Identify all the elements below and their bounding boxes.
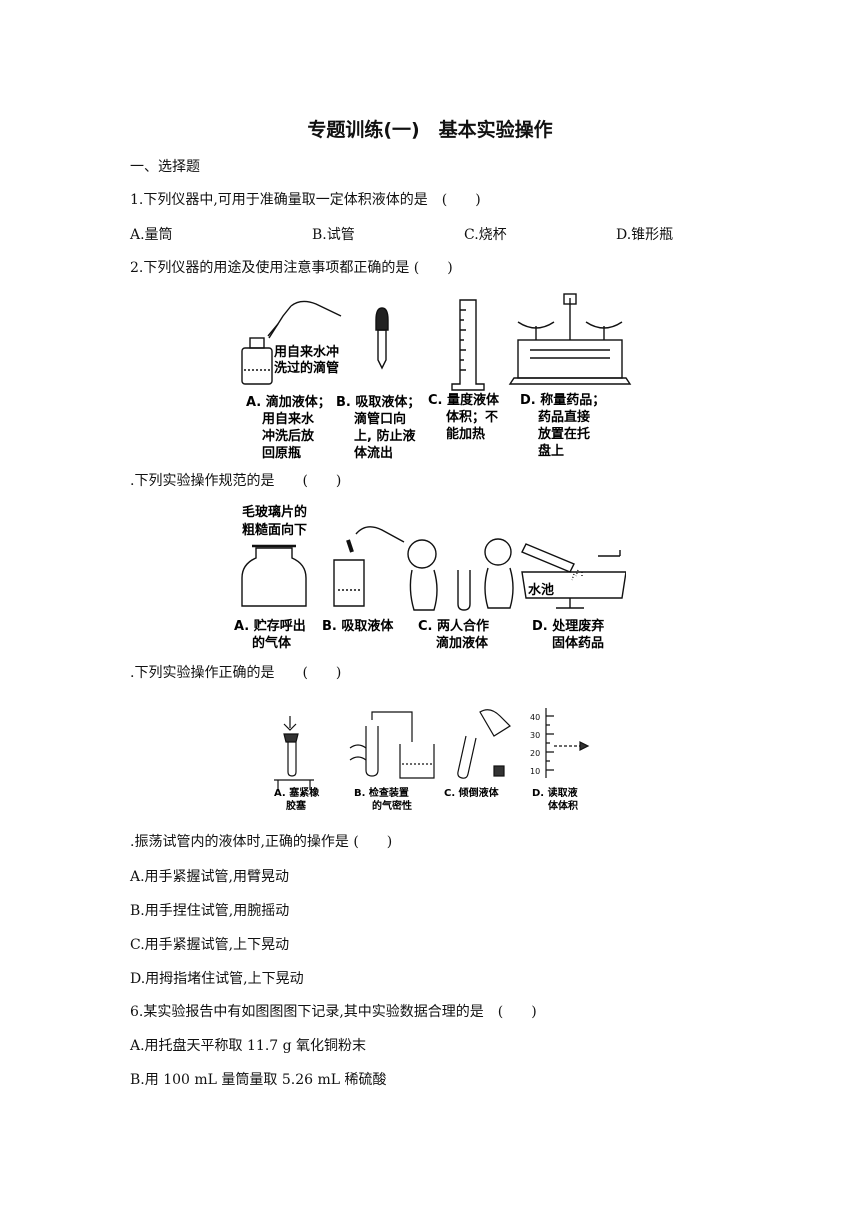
page-title: 专题训练(一) 基本实验操作 (307, 119, 553, 141)
q3-caption-b-1: B. 吸取液体 (322, 618, 394, 634)
q4-stem: .下列实验操作正确的是 ( ) (130, 665, 342, 681)
q5-option-c[interactable]: C.用手紧握试管,上下晃动 (130, 937, 290, 953)
q2-caption-b-1: B. 吸取液体； (336, 394, 420, 410)
beaker-icon (399, 744, 435, 779)
q4-figure: 40 30 20 10 A. 塞紧橡 胶塞 B. 检查装置 的气密性 C. 倾倒… (274, 708, 590, 812)
q6-option-b[interactable]: B.用 100 mL 量筒量取 5.26 mL 稀硫酸 (130, 1072, 387, 1088)
q3-caption-c-1: C. 两人合作 (418, 618, 489, 634)
reagent-bottle-icon (479, 709, 511, 737)
hand-icon (355, 526, 405, 543)
eye-icon (579, 741, 590, 751)
q2-figure: 用自来水冲 洗过的滴管 A. 滴加液体； 用自来水 冲洗后放 回原瓶 B. 吸取… (241, 293, 632, 461)
q2-caption-d-3: 放置在托 (537, 426, 590, 442)
q1-stem: 1.下列仪器中,可用于准确量取一定体积液体的是 ( ) (130, 192, 481, 208)
q4-caption-a-1: A. 塞紧橡 (274, 786, 319, 799)
q2-caption-c-3: 能加热 (446, 426, 485, 442)
q2-caption-c-2: 体积；不 (446, 409, 498, 425)
sink-icon (521, 571, 626, 599)
q3-caption-d-2: 固体药品 (552, 635, 604, 651)
q5-option-a[interactable]: A.用手紧握试管,用臂晃动 (130, 869, 290, 885)
q1-option-b[interactable]: B.试管 (312, 227, 355, 243)
q1-option-c[interactable]: C.烧杯 (464, 227, 507, 243)
q3-stem: .下列实验操作规范的是 ( ) (130, 473, 342, 489)
q2-caption-b-4: 体流出 (354, 445, 393, 461)
hand-icon (349, 744, 367, 761)
person-icon (407, 539, 437, 569)
q4-scale-40: 40 (530, 713, 540, 722)
graduated-cylinder-icon (451, 299, 485, 391)
q2-caption-a-2: 用自来水 (261, 411, 315, 427)
q3-caption-c-2: 滴加液体 (436, 635, 489, 651)
q2-caption-d-2: 药品直接 (538, 409, 590, 425)
q4-caption-d-1: D. 读取液 (532, 786, 578, 799)
q2-caption-d-4: 盘上 (538, 443, 564, 459)
q3-figure-label-line1: 毛玻璃片的 (242, 504, 307, 520)
test-tube-icon (457, 735, 477, 779)
test-tube-icon (365, 726, 379, 777)
q6-option-a[interactable]: A.用托盘天平称取 11.7 g 氧化铜粉末 (130, 1038, 367, 1054)
q3-figure-label-line2: 粗糙面向下 (242, 522, 307, 538)
dropper-icon (375, 307, 389, 331)
q2-caption-c-1: C. 量度液体 (428, 392, 500, 408)
q4-caption-c-1: C. 倾倒液体 (444, 786, 500, 799)
test-tube-icon (521, 543, 575, 573)
q2-caption-a-3: 冲洗后放 (262, 428, 315, 444)
q2-caption-a-1: A. 滴加液体； (246, 394, 331, 410)
dropper-icon (346, 539, 354, 553)
q5-stem: .振荡试管内的液体时,正确的操作是 ( ) (130, 834, 393, 850)
q1-option-d[interactable]: D.锥形瓶 (616, 227, 674, 243)
q5-option-d[interactable]: D.用拇指堵住试管,上下晃动 (130, 971, 304, 987)
balance-icon (517, 339, 623, 379)
q4-caption-b-1: B. 检查装置 (354, 786, 409, 799)
q2-figure-label-line2: 洗过的滴管 (274, 360, 339, 376)
q2-caption-b-2: 滴管口向 (354, 411, 406, 427)
q4-caption-d-2: 体体积 (548, 799, 578, 812)
stopper-icon (283, 716, 297, 731)
reagent-bottle-icon (241, 347, 273, 385)
q3-caption-a-1: A. 贮存呼出 (234, 618, 306, 634)
q4-caption-b-2: 的气密性 (372, 799, 412, 812)
q1-option-a[interactable]: A.量筒 (130, 227, 173, 243)
q4-scale-30: 30 (530, 731, 540, 740)
gas-bottle-icon (241, 547, 307, 607)
q4-scale-10: 10 (530, 767, 540, 776)
q4-scale-20: 20 (530, 749, 540, 758)
q3-caption-d-1: D. 处理废弃 (532, 618, 604, 634)
q2-figure-label-line1: 用自来水冲 (273, 344, 339, 360)
q4-caption-a-2: 胶塞 (286, 799, 307, 812)
person-icon (484, 538, 512, 566)
q2-caption-b-3: 上, 防止液 (354, 428, 415, 444)
q3-sink-label: 水池 (528, 582, 554, 598)
q2-caption-a-4: 回原瓶 (262, 445, 301, 461)
q6-stem: 6.某实验报告中有如图图图下记录,其中实验数据合理的是 ( ) (130, 1004, 537, 1020)
hand-icon (290, 300, 342, 317)
test-tube-icon (457, 570, 471, 611)
q2-caption-d-1: D. 称量药品； (520, 392, 605, 408)
q2-stem: 2.下列仪器的用途及使用注意事项都正确的是 ( ) (130, 260, 453, 276)
q3-figure: 毛玻璃片的 粗糙面向下 水池 A. 贮存呼出 的气体 B. 吸取液体 C. 两人… (234, 504, 626, 651)
q3-caption-a-2: 的气体 (252, 635, 292, 651)
q5-option-b[interactable]: B.用手捏住试管,用腕摇动 (130, 903, 290, 919)
section-heading: 一、选择题 (130, 159, 200, 175)
graduated-cylinder-icon (545, 708, 554, 778)
